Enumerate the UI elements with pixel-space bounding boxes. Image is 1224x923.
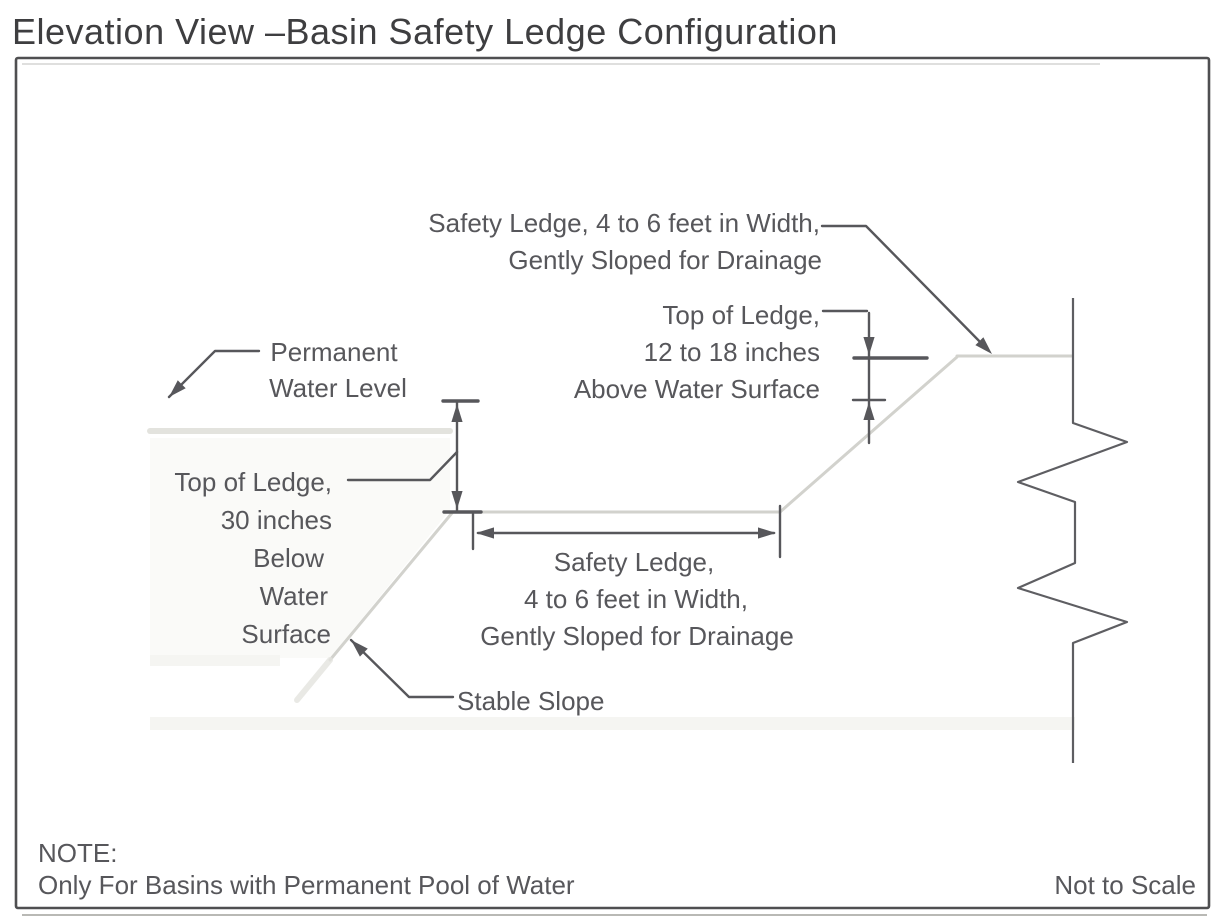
label-top-of-ledge-left-1: Top of Ledge,	[174, 467, 332, 497]
label-top-of-ledge-right-3: Above Water Surface	[574, 374, 820, 404]
dim-ledge-width	[471, 504, 782, 559]
label-safety-ledge-mid-2: 4 to 6 feet in Width,	[524, 584, 748, 614]
label-permanent-water-level-1: Permanent	[270, 337, 398, 367]
note-text: Only For Basins with Permanent Pool of W…	[38, 870, 575, 900]
label-permanent-water-level-2: Water Level	[269, 373, 407, 403]
dim-12-to-18	[821, 309, 929, 445]
diagram-labels: Safety Ledge, 4 to 6 feet in Width, Gent…	[174, 208, 822, 716]
scale-note: Not to Scale	[1054, 870, 1196, 900]
leader-safety-ledge-top	[820, 224, 996, 358]
note-block: NOTE: Only For Basins with Permanent Poo…	[38, 838, 1196, 900]
label-safety-ledge-mid-1: Safety Ledge,	[554, 547, 714, 577]
arrowhead-down	[451, 491, 463, 509]
drawing-frame	[14, 56, 1211, 910]
break-line	[1016, 298, 1129, 763]
note-label: NOTE:	[38, 838, 117, 868]
leader-line	[349, 638, 455, 699]
arrowhead-up	[451, 404, 463, 422]
shade-band-bottom	[150, 717, 1075, 730]
label-safety-ledge-top-1: Safety Ledge, 4 to 6 feet in Width,	[428, 208, 820, 238]
label-top-of-ledge-left-5: Surface	[241, 619, 331, 649]
label-stable-slope: Stable Slope	[457, 686, 604, 716]
dim-30-inches	[346, 399, 483, 514]
leader-stable-slope	[347, 636, 455, 699]
label-top-of-ledge-right-2: 12 to 18 inches	[644, 337, 820, 367]
label-top-of-ledge-left-3: Below	[253, 543, 324, 573]
arrowhead-right	[758, 527, 776, 539]
arrowhead-left	[476, 527, 494, 539]
shade-band-left	[150, 655, 280, 666]
label-safety-ledge-top-2: Gently Sloped for Drainage	[508, 245, 822, 275]
stable-slope-line-faint	[294, 657, 333, 703]
arrowhead-down	[863, 337, 875, 355]
leader-permanent-water-level	[165, 349, 261, 401]
label-top-of-ledge-left-2: 30 inches	[221, 505, 332, 535]
label-safety-ledge-mid-3: Gently Sloped for Drainage	[480, 621, 794, 651]
leader-line	[820, 224, 990, 352]
label-top-of-ledge-left-4: Water	[260, 581, 329, 611]
label-top-of-ledge-right-1: Top of Ledge,	[662, 300, 820, 330]
leader-line	[346, 450, 459, 482]
stable-slope-line	[328, 511, 454, 662]
underwater-shade	[150, 438, 450, 658]
leader-line	[167, 349, 261, 399]
water-shading	[150, 438, 1075, 730]
arrowhead-up	[863, 402, 875, 420]
page-title: Elevation View –Basin Safety Ledge Confi…	[12, 11, 838, 52]
